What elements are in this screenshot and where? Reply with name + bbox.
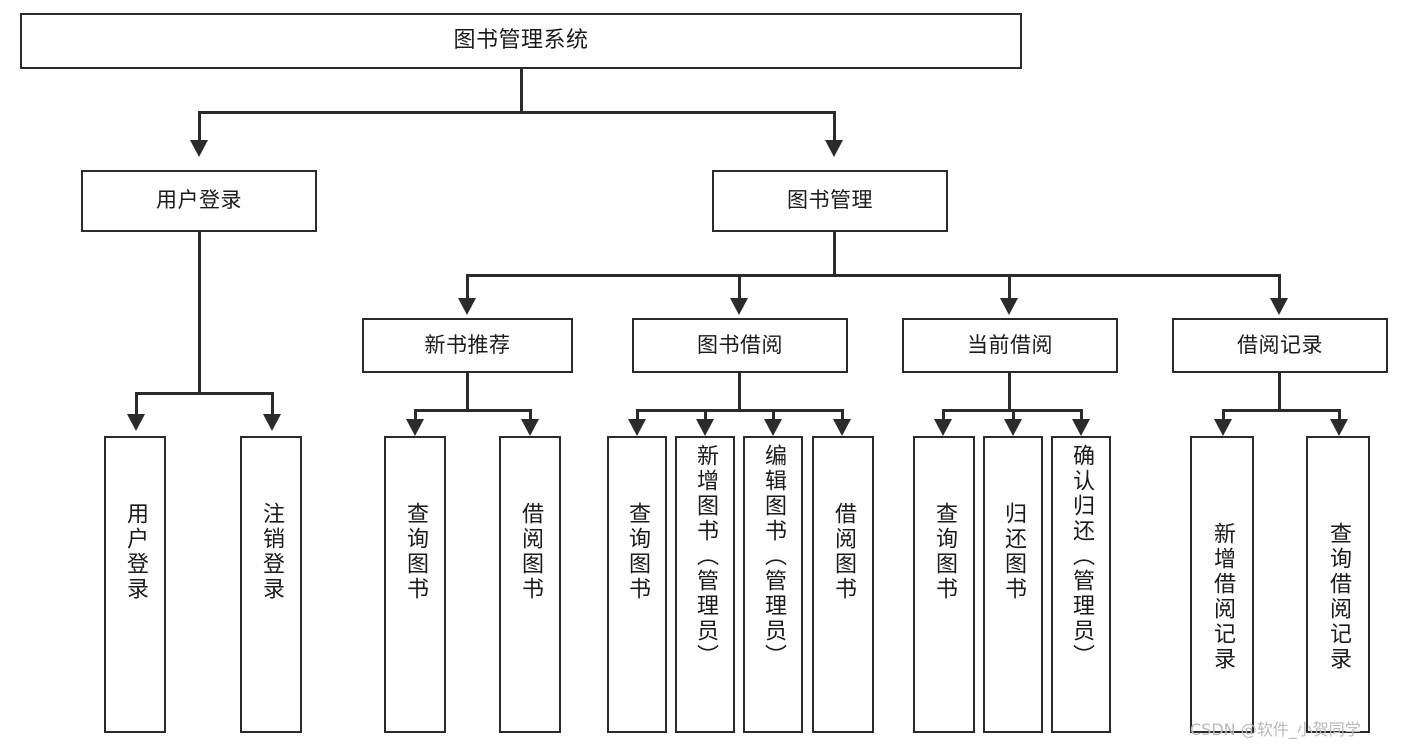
connector-cb-leaf1 [942,409,945,419]
leaf-book-borrow-add-book-admin[interactable]: 新增图书（管理员） [675,436,735,733]
connector-borrow-record-stem [1278,373,1281,409]
connector-root-to-book-management [833,111,836,140]
connector-nb-leaf2 [529,409,532,419]
node-book-borrow[interactable]: 图书借阅 [632,318,848,373]
node-label: 图书借阅 [697,332,783,357]
connector-current-borrow-stem [1008,373,1011,409]
node-label: 查询借阅记录 [1326,522,1351,672]
connector-cb-leaf3 [1080,409,1083,419]
arrow-bb-leaf3 [764,419,782,436]
arrow-cb-leaf3 [1072,419,1090,436]
node-label: 查询图书 [932,502,957,602]
arrow-user-login-leaf1 [127,414,145,431]
node-label: 编辑图书（管理员） [761,444,786,669]
arrow-bb-leaf4 [833,419,851,436]
arrow-bm-to-borrow-record [1270,298,1288,315]
connector-root-bus [198,111,835,114]
node-label: 图书管理 [787,188,873,213]
leaf-current-borrow-query-book[interactable]: 查询图书 [913,436,975,733]
node-label: 查询图书 [403,502,428,602]
connector-book-borrow-stem [738,373,741,409]
leaf-book-borrow-borrow-book[interactable]: 借阅图书 [812,436,874,733]
connector-bm-to-new-book [466,274,469,298]
connector-cb-leaf2 [1012,409,1015,419]
node-label: 新增图书（管理员） [693,444,718,669]
node-label: 注销登录 [259,502,284,602]
node-root-book-management-system[interactable]: 图书管理系统 [20,13,1022,69]
connector-bb-leaf3 [772,409,775,419]
node-label: 确认归还（管理员） [1069,444,1094,669]
node-label: 借阅图书 [518,502,543,602]
node-current-borrow[interactable]: 当前借阅 [902,318,1118,373]
connector-new-book-stem [466,373,469,409]
node-label: 借阅图书 [831,502,856,602]
node-borrow-record[interactable]: 借阅记录 [1172,318,1388,373]
arrow-bm-to-new-book [458,298,476,315]
node-label: 新书推荐 [424,332,511,357]
leaf-user-login-logout[interactable]: 注销登录 [240,436,302,733]
node-label: 归还图书 [1001,502,1026,602]
connector-book-management-stem [833,232,836,274]
connector-user-login-stem [198,232,201,392]
connector-bm-to-book-borrow [738,274,741,298]
node-label: 用户登录 [123,502,148,602]
node-label: 图书管理系统 [453,27,589,53]
arrow-bm-to-book-borrow [730,298,748,315]
leaf-borrow-record-query-record[interactable]: 查询借阅记录 [1306,436,1370,733]
connector-bm-to-borrow-record [1278,274,1281,298]
leaf-borrow-record-add-record[interactable]: 新增借阅记录 [1190,436,1254,733]
connector-new-book-bus [414,409,532,412]
node-label: 当前借阅 [967,332,1053,357]
connector-root-stem [520,69,523,111]
leaf-book-borrow-edit-book-admin[interactable]: 编辑图书（管理员） [743,436,803,733]
arrow-bm-to-current-borrow [1000,298,1018,315]
arrow-cb-leaf1 [934,419,952,436]
connector-user-login-bus [135,392,274,395]
connector-bb-leaf2 [704,409,707,419]
arrow-br-leaf2 [1330,419,1348,436]
node-label: 借阅记录 [1237,332,1323,357]
arrow-nb-leaf1 [406,419,424,436]
connector-book-management-bus [466,274,1280,277]
connector-borrow-record-bus [1222,409,1341,412]
leaf-current-borrow-return-book[interactable]: 归还图书 [983,436,1043,733]
node-new-book-recommend[interactable]: 新书推荐 [362,318,573,373]
arrow-root-to-user-login [190,140,208,157]
node-label: 查询图书 [625,502,650,602]
connector-br-leaf1 [1222,409,1225,419]
connector-bb-leaf4 [841,409,844,419]
connector-user-login-leaf1 [135,392,138,414]
arrow-br-leaf1 [1214,419,1232,436]
node-book-management[interactable]: 图书管理 [712,170,948,232]
connector-bm-to-current-borrow [1008,274,1011,298]
connector-bb-leaf1 [636,409,639,419]
connector-root-to-user-login [198,111,201,140]
connector-user-login-leaf2 [271,392,274,414]
node-label: 用户登录 [156,188,242,213]
arrow-nb-leaf2 [521,419,539,436]
csdn-watermark: CSDN @软件_小贺同学 [1190,720,1361,739]
arrow-cb-leaf2 [1004,419,1022,436]
arrow-bb-leaf2 [696,419,714,436]
node-user-login[interactable]: 用户登录 [81,170,317,232]
arrow-bb-leaf1 [628,419,646,436]
connector-br-leaf2 [1338,409,1341,419]
leaf-new-book-borrow-book[interactable]: 借阅图书 [499,436,561,733]
arrow-root-to-book-management [825,140,843,157]
leaf-user-login-login[interactable]: 用户登录 [104,436,166,733]
leaf-new-book-query-book[interactable]: 查询图书 [384,436,446,733]
leaf-current-borrow-confirm-return-admin[interactable]: 确认归还（管理员） [1051,436,1111,733]
leaf-book-borrow-query-book[interactable]: 查询图书 [607,436,667,733]
node-label: 新增借阅记录 [1210,522,1235,672]
connector-nb-leaf1 [414,409,417,419]
connector-book-borrow-bus [636,409,844,412]
arrow-user-login-leaf2 [263,414,281,431]
